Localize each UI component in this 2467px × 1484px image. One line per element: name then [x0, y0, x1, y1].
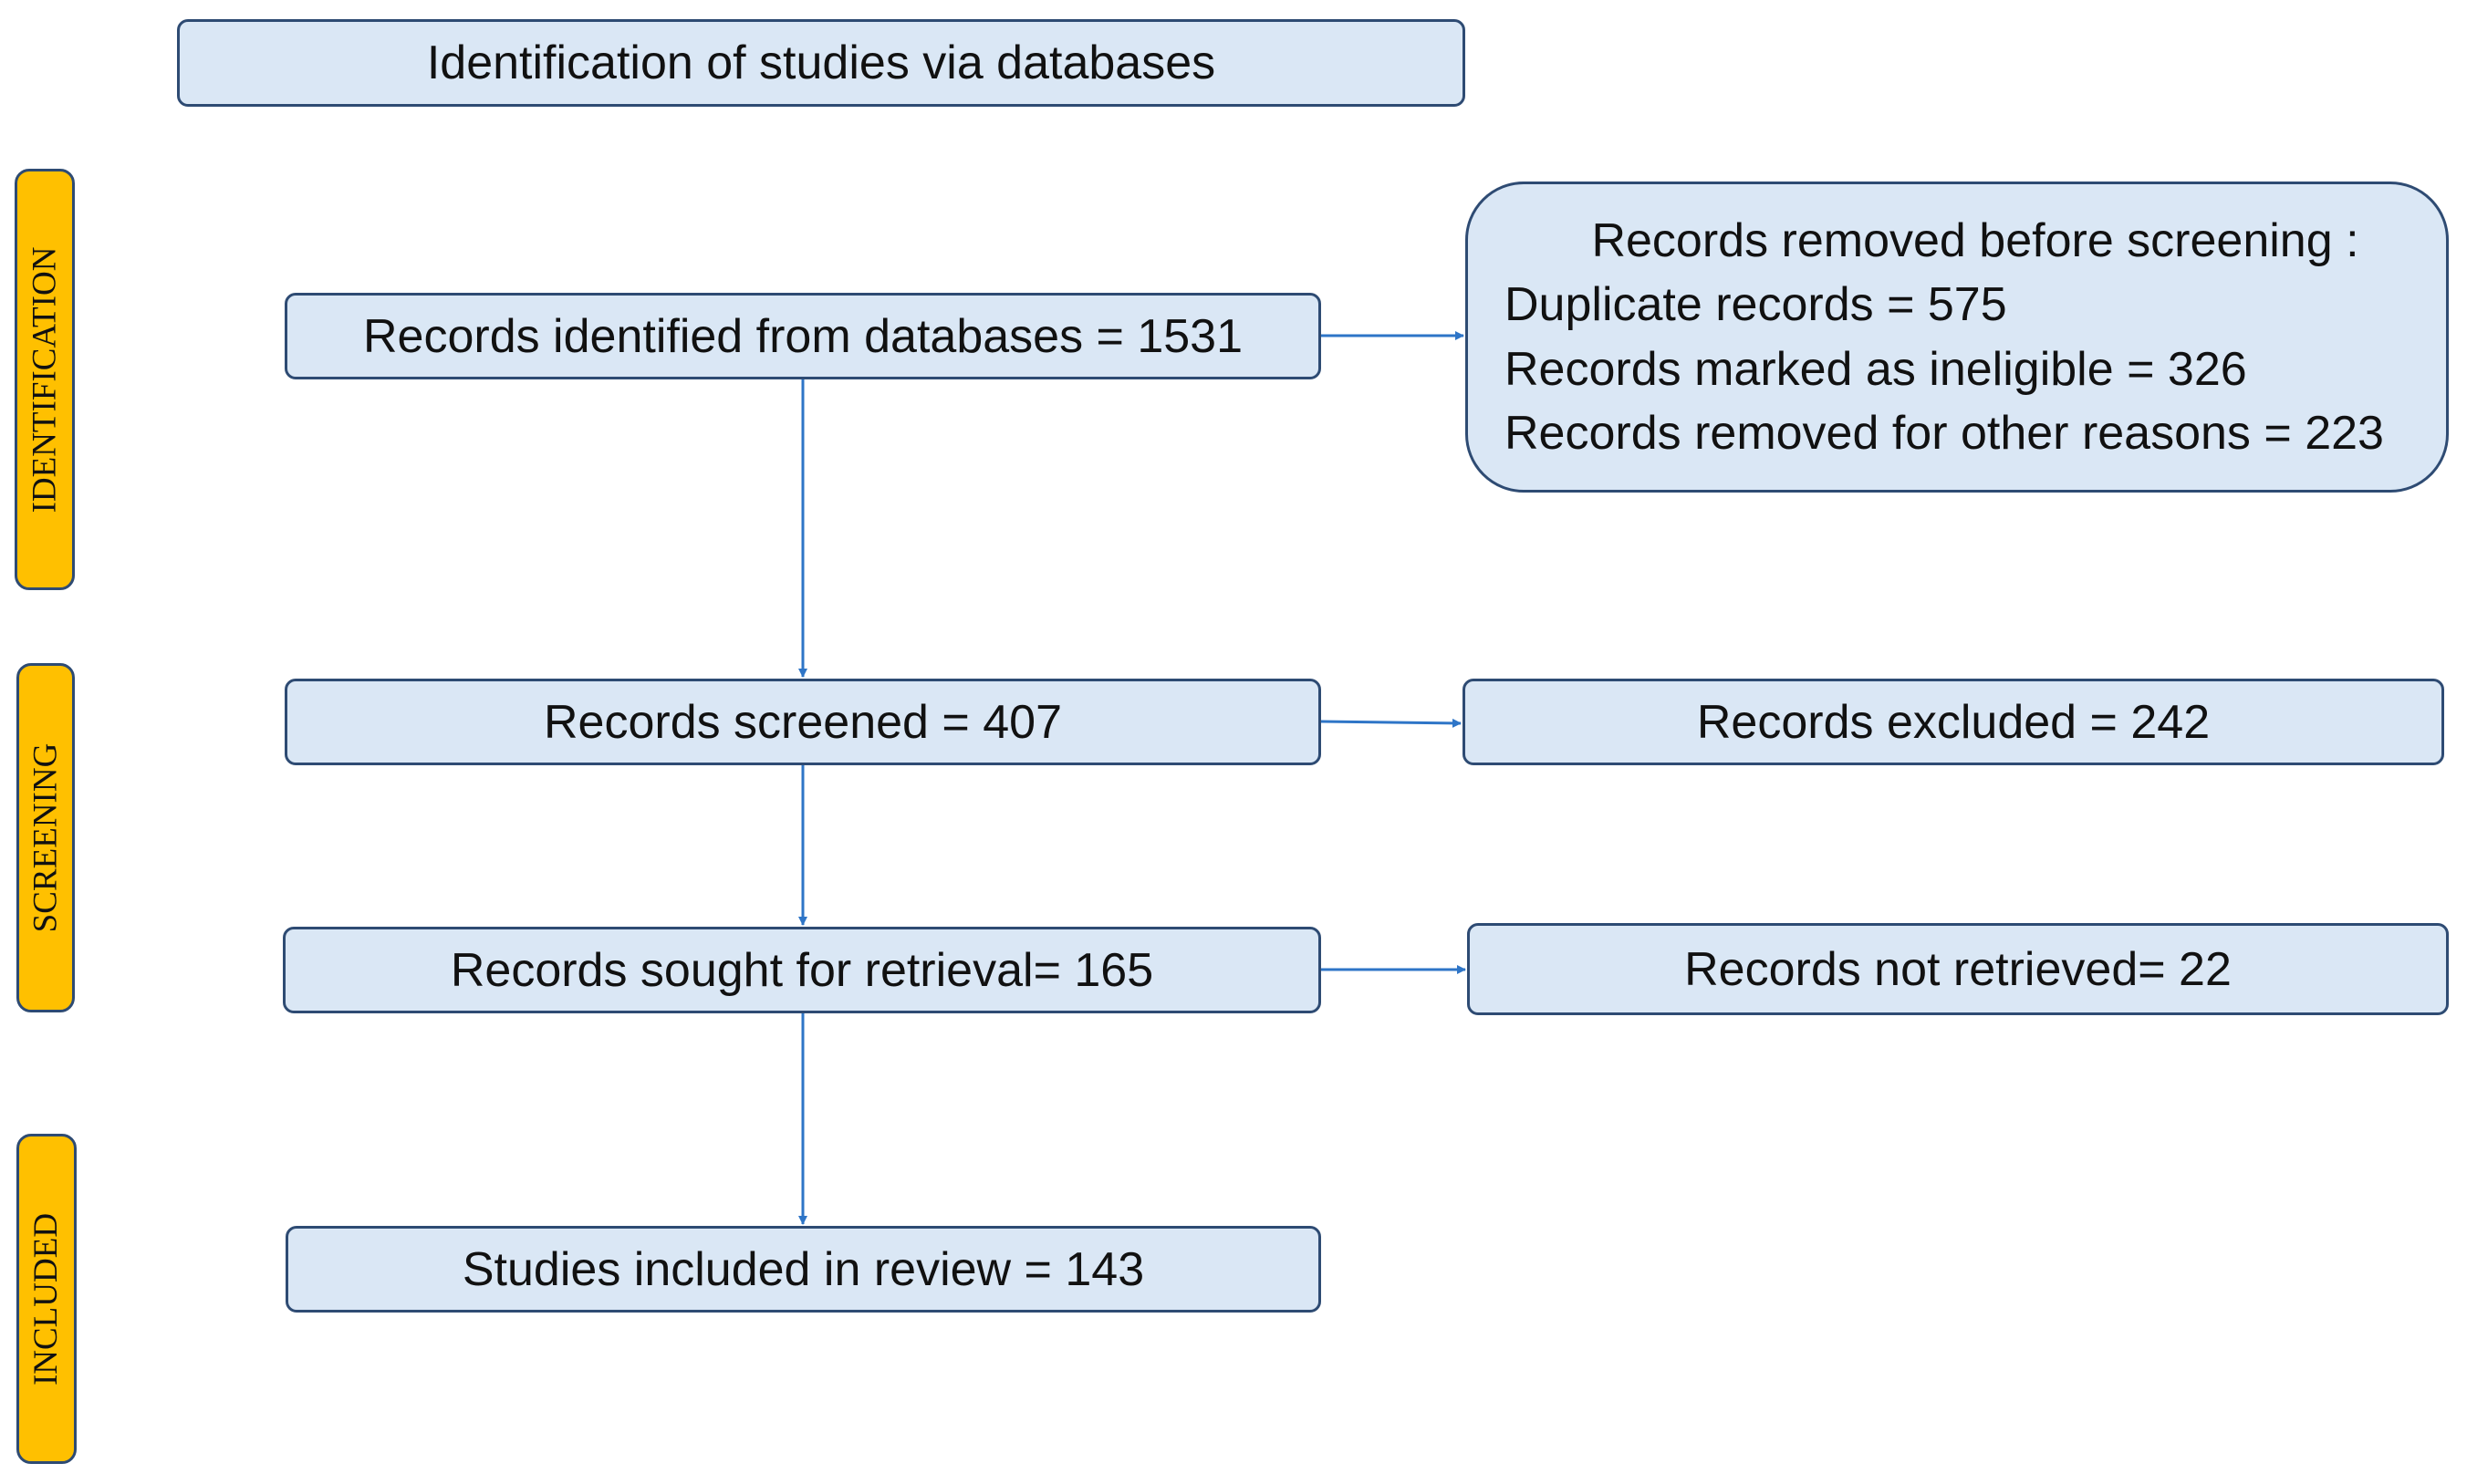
records-identified-box: Records identified from databases = 1531: [285, 293, 1321, 379]
records-excluded-text: Records excluded = 242: [1696, 695, 2211, 749]
phase-screening: SCREENING: [16, 663, 75, 1012]
other-reasons-text: Records removed for other reasons = 223: [1504, 406, 2384, 460]
ineligible-records-text: Records marked as ineligible = 326: [1504, 342, 2247, 396]
diagram-title: Identification of studies via databases: [177, 19, 1465, 107]
records-not-retrieved-box: Records not retrieved= 22: [1467, 923, 2449, 1015]
studies-included-box: Studies included in review = 143: [286, 1226, 1321, 1313]
diagram-title-text: Identification of studies via databases: [426, 36, 1216, 89]
records-sought-box: Records sought for retrieval= 165: [283, 927, 1321, 1013]
records-not-retrieved-text: Records not retrieved= 22: [1684, 942, 2232, 996]
records-identified-text: Records identified from databases = 1531: [362, 309, 1244, 363]
records-screened-box: Records screened = 407: [285, 679, 1321, 765]
records-removed-box: Records removed before screening : Dupli…: [1465, 182, 2449, 493]
studies-included-text: Studies included in review = 143: [462, 1242, 1145, 1296]
records-sought-text: Records sought for retrieval= 165: [450, 943, 1154, 997]
phase-included: INCLUDED: [16, 1134, 77, 1464]
duplicate-records-text: Duplicate records = 575: [1504, 278, 2007, 332]
records-removed-heading: Records removed before screening :: [1591, 214, 2359, 268]
arrow-screened-to-excluded: [1320, 718, 1462, 728]
records-screened-text: Records screened = 407: [543, 695, 1062, 749]
records-excluded-box: Records excluded = 242: [1463, 679, 2444, 765]
phase-identification: IDENTIFICATION: [15, 169, 75, 590]
